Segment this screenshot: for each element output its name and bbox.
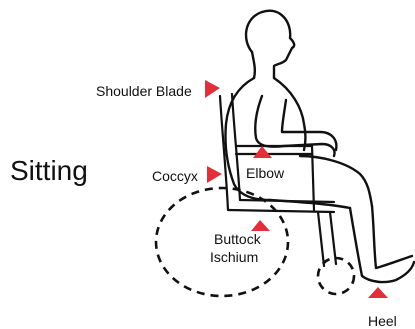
ischium-label: Ischium [210,249,258,265]
coccyx-label: Coccyx [152,168,198,184]
shoulder-blade-label: Shoulder Blade [96,83,192,99]
heel-marker-icon [368,287,388,298]
elbow-label: Elbow [246,165,285,181]
heel-label: Heel [368,313,397,329]
diagram-title: Sitting [10,155,88,186]
coccyx-marker-icon [207,166,222,183]
buttock-marker-icon [251,220,270,231]
buttock-label: Buttock [214,231,262,247]
shoulder-blade-marker-icon [205,80,220,98]
elbow-marker-icon [253,146,272,158]
